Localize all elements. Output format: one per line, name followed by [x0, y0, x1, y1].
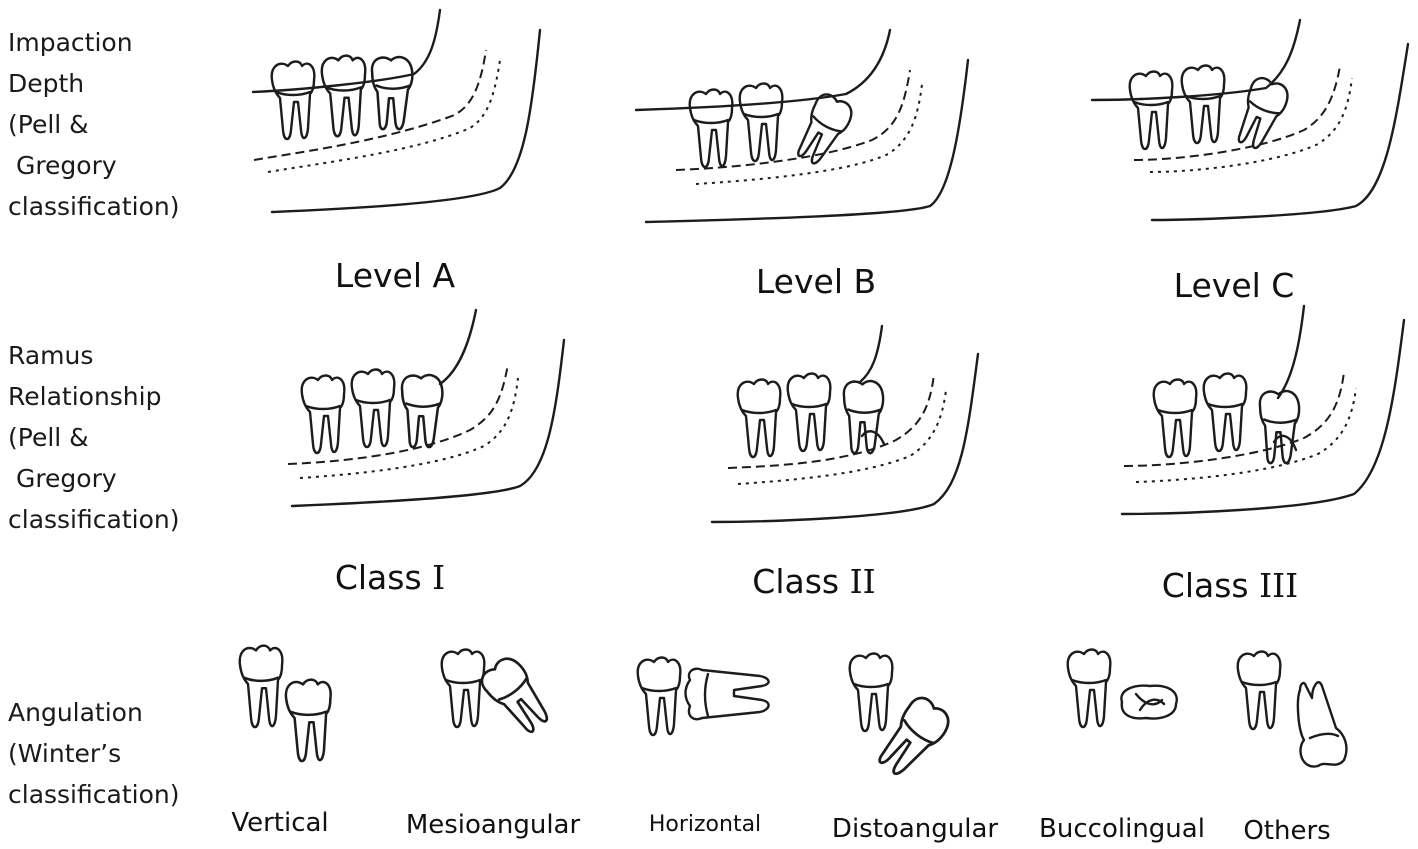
caption-level-a: Level A — [334, 256, 456, 295]
label-line: classification) — [8, 192, 180, 221]
jaw-class-1 — [287, 308, 566, 508]
caption-class-1: Class I — [335, 558, 445, 597]
label-line: Angulation — [8, 698, 143, 727]
label-line: (Pell & — [8, 423, 89, 452]
jaw-level-b — [634, 28, 970, 224]
label-line: (Pell & — [8, 110, 89, 139]
label-line: Depth — [8, 69, 85, 98]
label-line: classification) — [8, 505, 180, 534]
impaction-depth-label: Impaction Depth (Pell & Gregory classifi… — [8, 22, 179, 227]
caption-buccolingual: Buccolingual — [1039, 814, 1205, 844]
angulation-mesioangular — [440, 648, 559, 740]
caption-level-b: Level B — [755, 262, 877, 301]
caption-level-c: Level C — [1173, 266, 1295, 305]
label-line: Ramus — [8, 341, 94, 370]
label-line: Gregory — [8, 464, 117, 493]
class-word: Class — [752, 562, 840, 601]
angulation-horizontal — [636, 656, 770, 737]
angulation-vertical — [238, 644, 332, 763]
jaw-class-2 — [710, 324, 980, 524]
class-numeral: I — [432, 558, 446, 597]
jaw-class-3 — [1120, 304, 1406, 516]
class-numeral: III — [1259, 566, 1299, 605]
jaw-level-a — [251, 8, 542, 214]
angulation-distoangular — [848, 652, 956, 784]
angulation-buccolingual — [1066, 648, 1178, 729]
class-numeral: II — [849, 562, 876, 601]
caption-distoangular: Distoangular — [831, 814, 999, 844]
caption-class-2: Class II — [752, 562, 875, 601]
jaw-level-c — [1090, 18, 1410, 222]
label-line: Gregory — [8, 151, 117, 180]
caption-horizontal: Horizontal — [648, 812, 762, 837]
label-line: classification) — [8, 780, 180, 809]
label-line: (Winter’s — [8, 739, 122, 768]
class-word: Class — [334, 558, 422, 597]
label-line: Relationship — [8, 382, 162, 411]
caption-others: Others — [1243, 816, 1331, 846]
caption-class-3: Class III — [1162, 566, 1298, 605]
caption-vertical: Vertical — [231, 808, 329, 838]
angulation-label: Angulation (Winter’s classification) — [8, 692, 179, 815]
ramus-relationship-label: Ramus Relationship (Pell & Gregory class… — [8, 335, 179, 540]
angulation-others — [1236, 650, 1348, 768]
class-word: Class — [1161, 566, 1249, 605]
label-line: Impaction — [8, 28, 133, 57]
caption-mesioangular: Mesioangular — [405, 810, 581, 840]
